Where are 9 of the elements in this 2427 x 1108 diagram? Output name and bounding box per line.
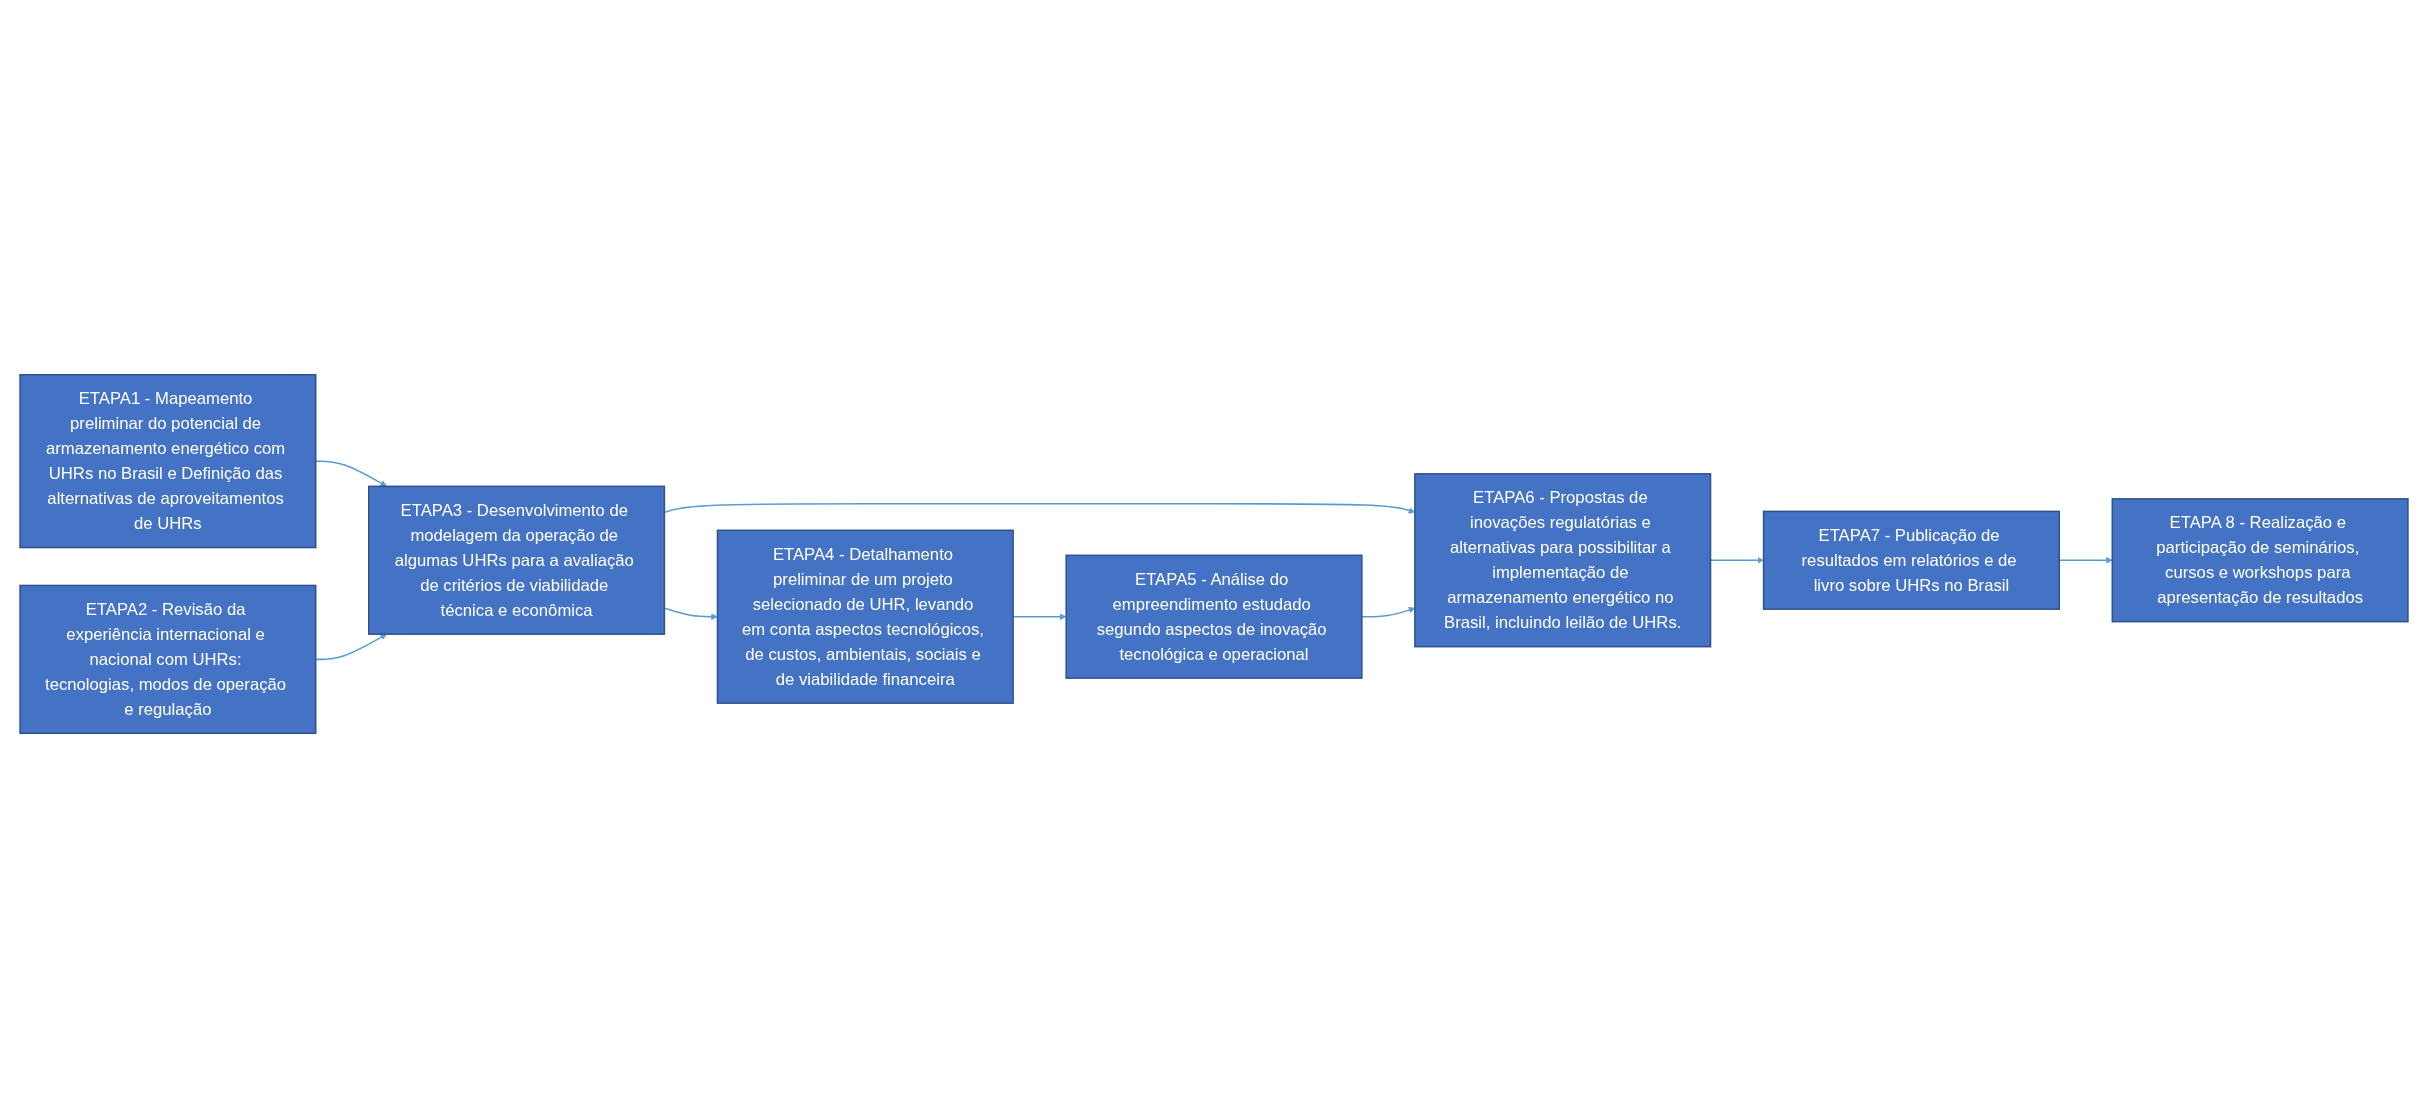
node-box: ETAPA3 - Desenvolvimento de modelagem da operação de algumas UHRs para a avaliação de critérios de viabilidade técnica e econômica [367,485,665,635]
node-box: ETAPA7 - Publicação de resultados em relatórios e de livro sobre UHRs no Brasil [1762,510,2060,610]
node-box: ETAPA5 - Análise do empreendimento estudado segundo aspectos de inovação tecnológica e operacional [1064,554,1363,679]
node-box: ETAPA6 - Propostas de inovações regulatórias e alternativas para possibilitar a implementação de armazenamento energético no Brasil, incluindo leilão de UHRs. [1413,473,1711,648]
node-box: ETAPA1 - Mapeamento preliminar do potencial de armazenamento energético com UHRs no Brasil e Definição das alternativas de aproveitamentos de UHRs [18,373,316,549]
node-box: ETAPA 8 - Realização e participação de seminários, cursos e workshops para apresentação de resultados [2111,498,2409,623]
node-box: ETAPA4 - Detalhamento preliminar de um projeto selecionado de UHR, levando em conta aspectos tecnológicos, de custos, ambientais, sociais e de viabilidade financeira [716,529,1014,704]
node-box: ETAPA2 - Revisão da experiência internacional e nacional com UHRs: tecnologias, modos de operação e regulação [18,584,316,735]
arrow [663,503,1415,514]
